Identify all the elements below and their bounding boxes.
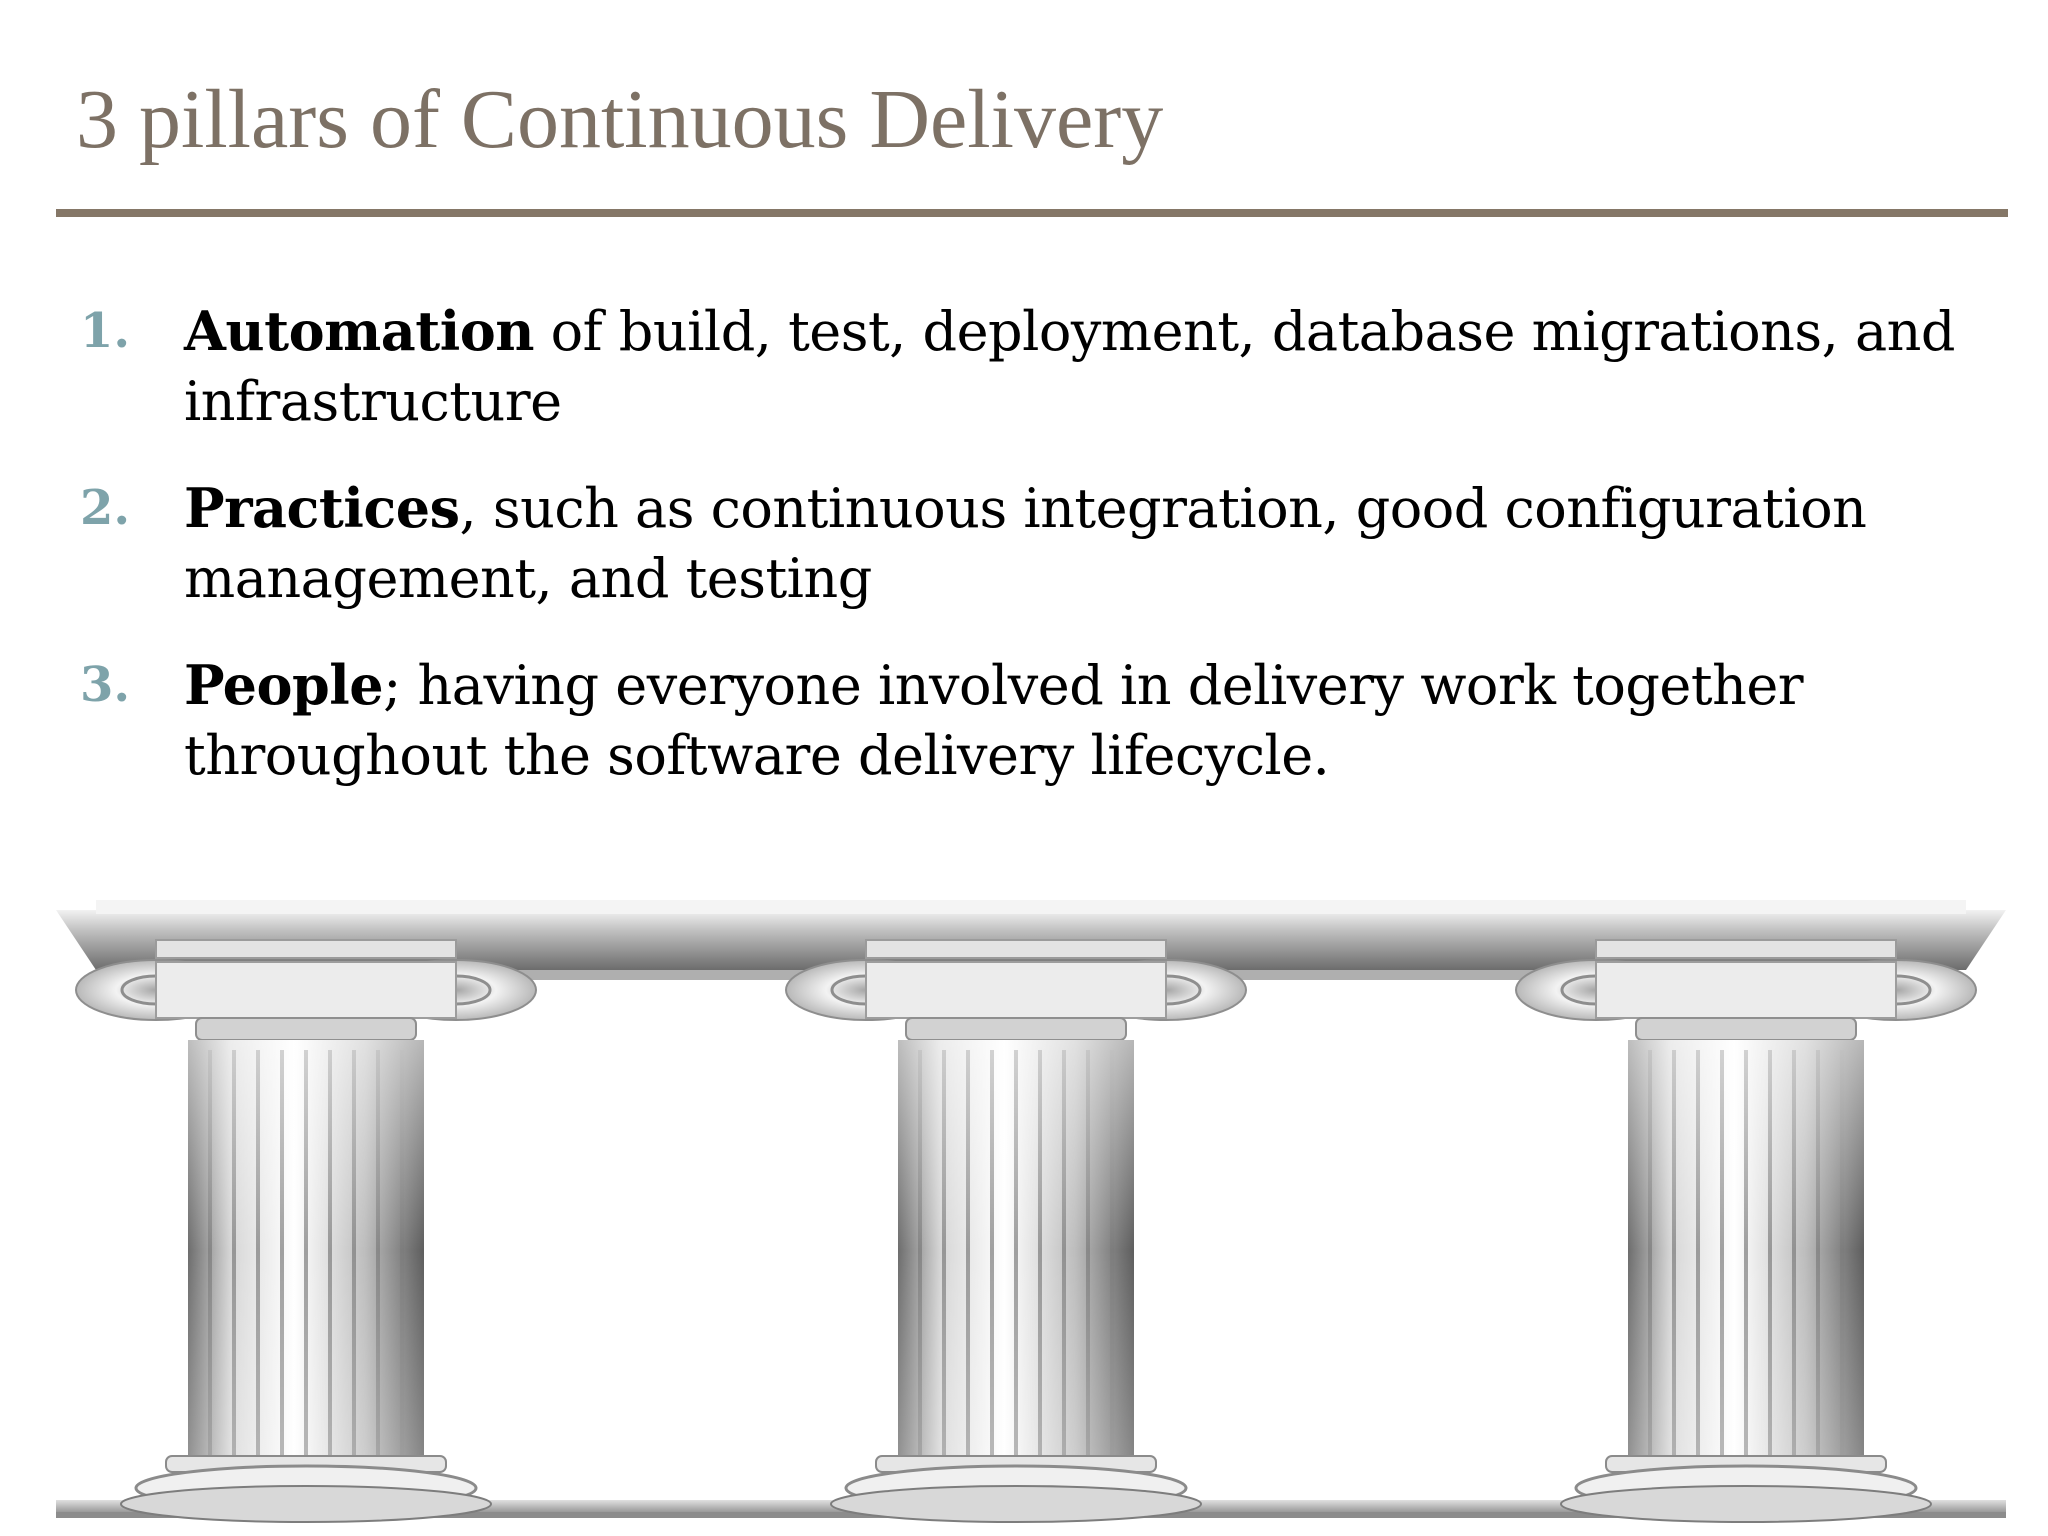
list-item-text: , such as continuous integration, good c…: [184, 477, 1867, 610]
slide-title: 3 pillars of Continuous Delivery: [76, 73, 1164, 166]
list-item-term: People: [184, 653, 384, 717]
list-number: 2.: [80, 480, 131, 536]
list-number: 3.: [80, 657, 131, 713]
list-item: 3. People; having everyone involved in d…: [80, 650, 1980, 791]
pillars-illustration-icon: [56, 900, 2006, 1524]
list-item-term: Automation: [184, 299, 534, 363]
pillars-list: 1. Automation of build, test, deployment…: [80, 296, 1980, 827]
title-divider: [56, 209, 2008, 217]
list-item-text: of build, test, deployment, database mig…: [184, 300, 1956, 433]
list-item-text: ; having everyone involved in delivery w…: [184, 654, 1804, 787]
list-item: 2. Practices, such as continuous integra…: [80, 473, 1980, 614]
list-item: 1. Automation of build, test, deployment…: [80, 296, 1980, 437]
list-item-term: Practices: [184, 476, 460, 540]
list-number: 1.: [80, 303, 131, 359]
